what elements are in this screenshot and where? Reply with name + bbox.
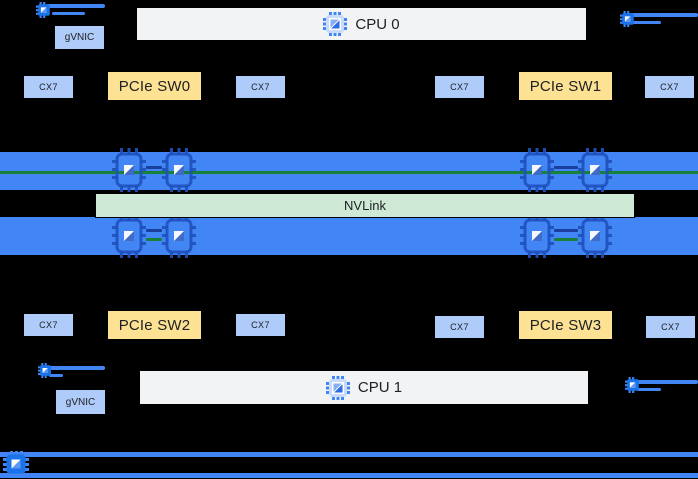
nvlink-rail-line [0,171,698,174]
pcie-sw2-box: PCIe SW2 [108,311,201,339]
nic-chip-icon [36,2,52,18]
gpu-connector-dash-green [554,238,578,241]
nvlink-band: NVLink [95,193,635,218]
gpu-connector-dash [146,229,162,232]
network-link-line [637,388,661,391]
nic-link-bottom-left [38,362,106,380]
pcie-sw3-label: PCIe SW3 [529,316,602,334]
nic-link-bottom-right [624,376,698,394]
cpu0-box: CPU 0 [137,8,586,40]
pcie-sw1-label: PCIe SW1 [529,77,602,95]
network-link-line [633,380,698,384]
cx7-label: CX7 [450,322,469,332]
cpu1-box: CPU 1 [140,371,588,404]
network-rail-line [0,473,698,478]
gvnic-box-top: gVNIC [55,26,104,49]
network-link-line [628,13,698,17]
gpu-chip-icon [162,148,196,192]
gpu-connector-dash [146,166,162,169]
cpu1-label: CPU 1 [357,379,403,396]
gpu-connector-dash [554,166,578,169]
nic-link-top-left [36,0,106,20]
cx7-label: CX7 [251,320,270,330]
cx7-label: CX7 [661,322,680,332]
cx7-box: CX7 [435,316,484,338]
pcie-sw2-label: PCIe SW2 [118,316,191,334]
cx7-label: CX7 [39,82,58,92]
cx7-label: CX7 [251,82,270,92]
cpu-chip-icon [326,376,350,400]
gvnic-label: gVNIC [65,396,96,408]
network-link-line [44,366,105,370]
cpu-chip-icon [323,12,347,36]
cpu0-label: CPU 0 [355,15,400,33]
cx7-label: CX7 [660,82,679,92]
gpu-chip-icon [112,148,146,192]
pcie-sw3-box: PCIe SW3 [519,311,612,339]
network-rail-line [0,452,698,457]
network-link-line [49,374,63,377]
cx7-box: CX7 [236,76,285,98]
cx7-box: CX7 [24,314,73,336]
nic-chip-icon [38,363,53,378]
network-link-line [632,21,661,24]
gvnic-box-bottom: gVNIC [56,390,105,414]
cx7-box: CX7 [645,76,694,98]
pcie-sw0-label: PCIe SW0 [118,77,191,95]
gvnic-label: gVNIC [64,32,95,43]
gpu-chip-icon [112,214,146,258]
nic-chip-icon [620,11,636,27]
cx7-box: CX7 [236,314,285,336]
network-chip-icon [3,451,29,477]
gpu-chip-icon [520,214,554,258]
gpu-chip-icon [162,214,196,258]
nic-link-top-right [620,10,698,28]
nic-chip-icon [625,377,641,393]
cx7-box: CX7 [646,316,695,338]
gpu-chip-icon [520,148,554,192]
cx7-label: CX7 [450,82,469,92]
nvlink-label: NVLink [344,198,386,213]
cx7-label: CX7 [39,320,58,330]
network-link-line [52,12,85,15]
gpu-chip-icon [578,214,612,258]
cx7-box: CX7 [24,76,73,98]
pcie-sw0-box: PCIe SW0 [108,72,201,100]
pcie-sw1-box: PCIe SW1 [519,72,612,100]
cx7-box: CX7 [435,76,484,98]
network-link-line [46,4,105,8]
gpu-connector-dash [554,229,578,232]
gpu-connector-dash-green [146,238,162,241]
gpu-chip-icon [578,148,612,192]
